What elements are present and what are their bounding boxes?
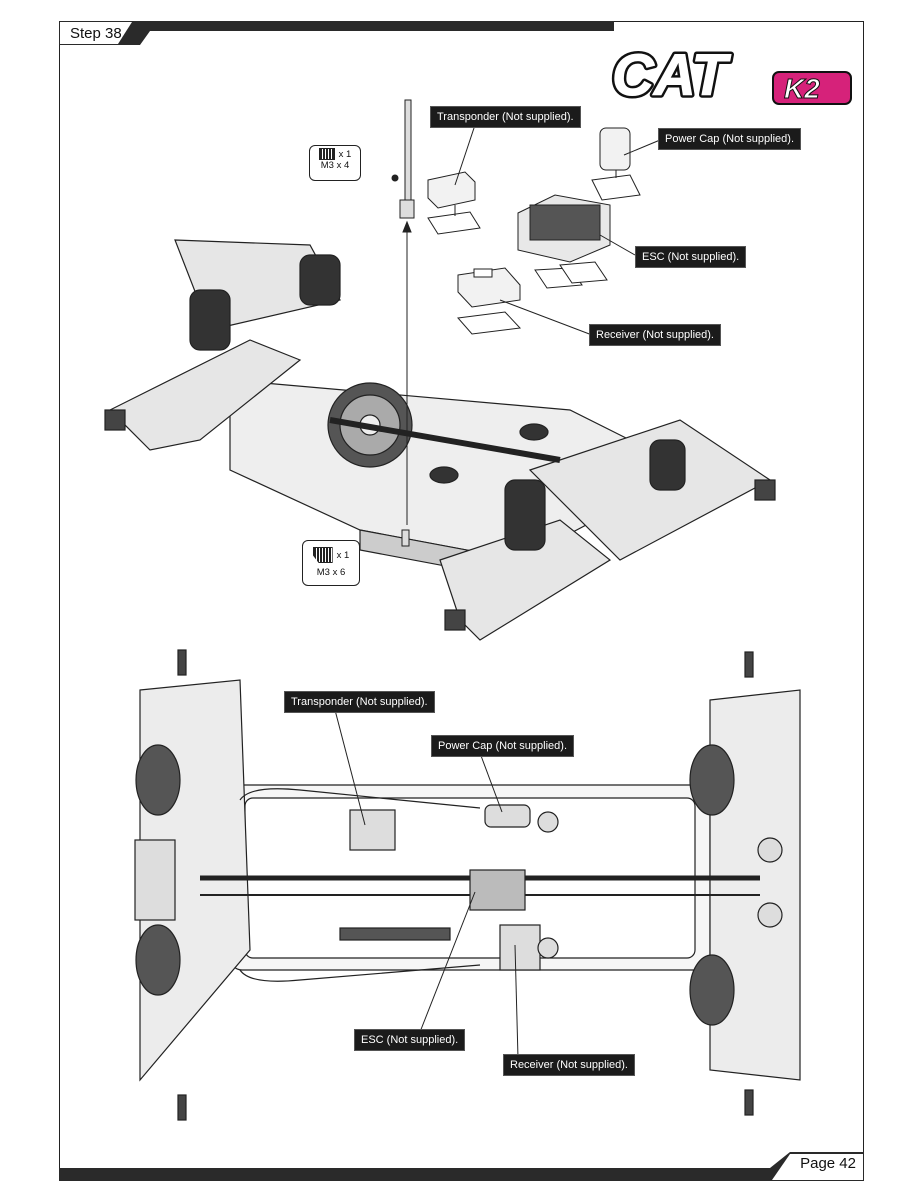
receiver-perspective <box>457 267 522 335</box>
chassis-top-view <box>134 649 801 1121</box>
callout-power-cap-top: Power Cap (Not supplied). <box>658 128 802 150</box>
page-number: Page 42 <box>800 1155 856 1172</box>
svg-text:CAT: CAT <box>612 43 731 108</box>
callout-transponder-bottom: Transponder (Not supplied). <box>284 691 435 713</box>
power-cap-perspective <box>591 127 641 201</box>
callout-power-cap-bottom: Power Cap (Not supplied). <box>431 735 575 757</box>
svg-text:CAT: CAT <box>612 43 731 108</box>
countersunk-screw-icon <box>312 547 333 563</box>
esc-perspective <box>517 194 611 289</box>
esc-top <box>469 869 526 911</box>
transponder-top <box>349 809 396 851</box>
hardware-qty: x 1 <box>336 549 350 561</box>
chassis-perspective <box>104 239 776 641</box>
step-label: Step 38 <box>70 25 122 42</box>
cat-k2-logo: CAT CAT K2 <box>609 40 852 111</box>
hardware-box-m3x4: x 1 M3 x 4 <box>309 145 361 181</box>
antenna-assembly <box>391 99 415 547</box>
callout-esc-top: ESC (Not supplied). <box>635 246 747 268</box>
hardware-qty: x 1 <box>338 148 352 160</box>
header-bar <box>59 21 614 45</box>
transponder-perspective <box>427 171 481 235</box>
callout-transponder-top: Transponder (Not supplied). <box>430 106 581 128</box>
screw-icon <box>318 148 335 160</box>
hardware-box-m3x6: x 1 M3 x 6 <box>302 540 360 586</box>
receiver-top <box>499 924 541 971</box>
callout-receiver-top: Receiver (Not supplied). <box>589 324 721 346</box>
callout-esc-bottom: ESC (Not supplied). <box>354 1029 466 1051</box>
hardware-size: M3 x 4 <box>320 160 350 171</box>
svg-text:K2: K2 <box>784 73 820 104</box>
callout-receiver-bottom: Receiver (Not supplied). <box>503 1054 635 1076</box>
hardware-size: M3 x 6 <box>316 567 346 578</box>
power-cap-top <box>484 804 531 828</box>
top-leader-lines <box>454 124 661 336</box>
bottom-leader-lines <box>334 709 519 1059</box>
footer-bar <box>59 1152 864 1181</box>
